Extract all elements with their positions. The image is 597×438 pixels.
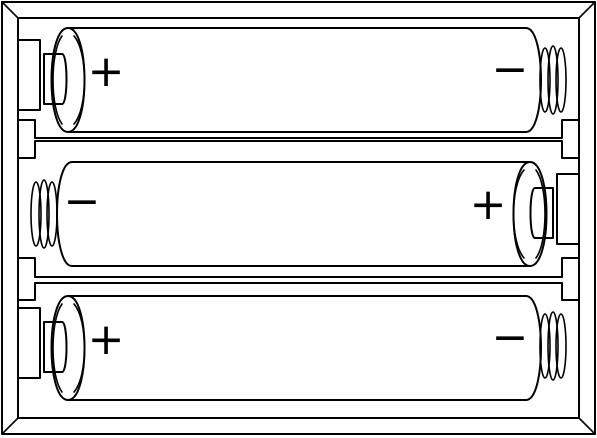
slot-3-left-sign: + (88, 314, 125, 365)
battery-3-body (50, 295, 542, 401)
battery-3-positive-contact (17, 307, 68, 379)
spring-contact-icon (30, 179, 58, 249)
battery-2-positive-contact (529, 173, 580, 245)
battery-1-positive-contact (17, 39, 68, 111)
battery-slot-2: − + (30, 161, 580, 267)
slot-2-left-sign: − (64, 176, 101, 227)
spring-contact-icon (539, 45, 567, 115)
slot-1-left-sign: + (88, 46, 125, 97)
battery-slot-1: + − (17, 27, 567, 133)
slot-1-right-sign: − (492, 44, 529, 95)
battery-slot-3: + − (17, 295, 567, 401)
spring-contact-icon (539, 311, 567, 381)
battery-1-body (50, 27, 542, 133)
slot-2-right-sign: + (470, 179, 507, 230)
slot-3-right-sign: − (492, 312, 529, 363)
divider-bottom (17, 257, 580, 301)
divider-top (17, 119, 580, 159)
